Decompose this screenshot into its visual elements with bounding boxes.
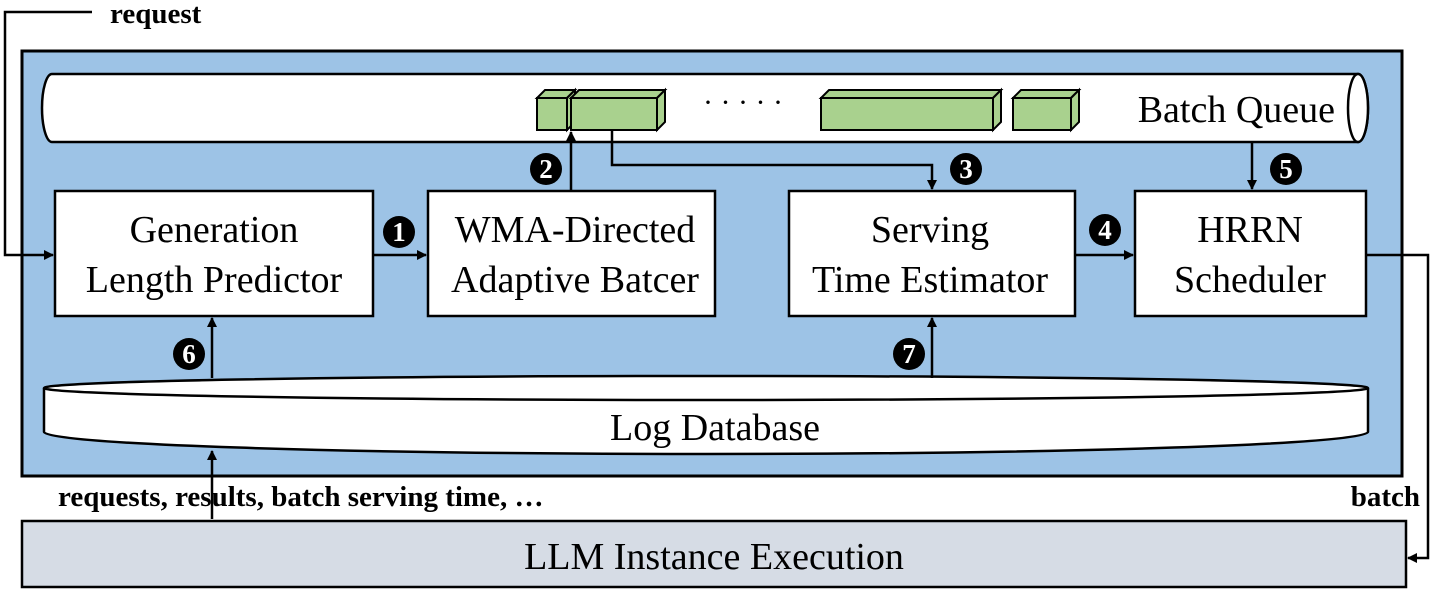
request-label: request [110, 0, 202, 30]
generation-length-predictor: Generation Length Predictor [53, 189, 375, 318]
step-badge-4: 4 [1089, 214, 1121, 246]
svg-text:Time Estimator: Time Estimator [812, 259, 1048, 301]
svg-text:Scheduler: Scheduler [1174, 259, 1326, 301]
step-badge-1: 1 [383, 216, 415, 248]
svg-text:1: 1 [392, 217, 406, 247]
svg-text:Serving: Serving [871, 209, 989, 251]
log-inputs-label: requests, results, batch serving time, … [58, 481, 543, 513]
batch-block [818, 87, 1004, 133]
batch-queue: Batch Queue · · · · · [40, 72, 1370, 144]
step-badge-6: 6 [173, 338, 205, 370]
connectors [3, 10, 1430, 563]
svg-text:2: 2 [539, 154, 553, 184]
queue-ellipsis: · · · · · [703, 86, 783, 119]
batch-queue-label: Batch Queue [1138, 89, 1335, 131]
adaptive-batcher: WMA-Directed Adaptive Batcer [426, 189, 717, 318]
svg-text:HRRN: HRRN [1197, 209, 1303, 251]
hrrn-scheduler: HRRN Scheduler [1133, 189, 1368, 318]
svg-text:3: 3 [959, 154, 973, 184]
batch-block [568, 87, 668, 133]
batch-arrow [1366, 253, 1430, 563]
step-badge-5: 5 [1270, 153, 1302, 185]
step-badge-3: 3 [950, 153, 982, 185]
svg-text:Length Predictor: Length Predictor [86, 259, 343, 301]
svg-text:4: 4 [1098, 215, 1112, 245]
request-arrow [3, 10, 92, 260]
step-badge-2: 2 [530, 153, 562, 185]
batch-block [1010, 87, 1082, 133]
step-badge-7: 7 [893, 338, 925, 370]
batch-block [534, 87, 578, 133]
svg-text:Generation: Generation [130, 209, 299, 251]
svg-text:Adaptive Batcer: Adaptive Batcer [451, 259, 699, 301]
log-database: Log Database [42, 374, 1370, 456]
log-database-label: Log Database [610, 407, 820, 449]
batch-label: batch [1351, 481, 1420, 513]
arrow-step-3 [610, 130, 937, 190]
svg-text:WMA-Directed: WMA-Directed [455, 209, 696, 251]
svg-text:7: 7 [902, 339, 916, 369]
llm-instance-execution-label: LLM Instance Execution [524, 536, 904, 578]
svg-text:5: 5 [1279, 154, 1293, 184]
llm-instance-execution: LLM Instance Execution [20, 519, 1408, 589]
serving-time-estimator: Serving Time Estimator [787, 189, 1077, 318]
svg-text:6: 6 [182, 339, 196, 369]
